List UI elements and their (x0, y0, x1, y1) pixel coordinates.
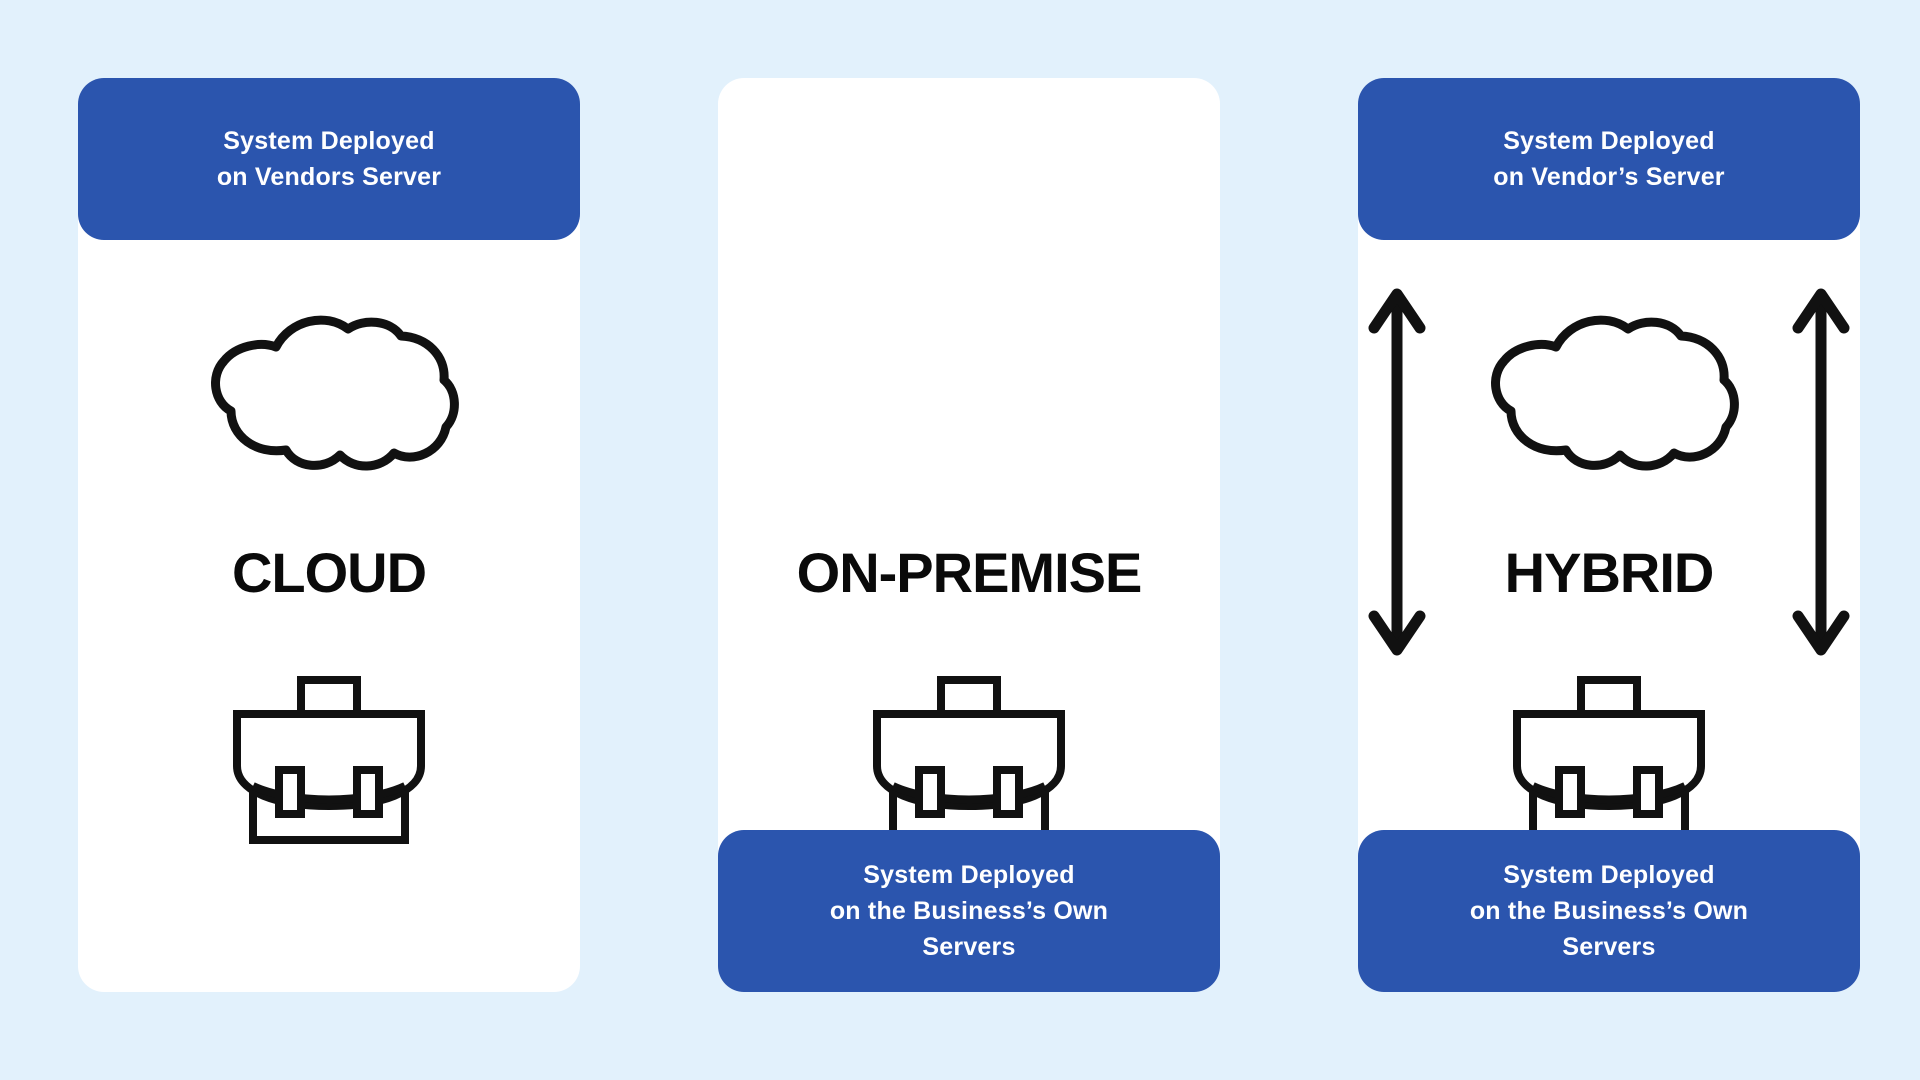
double-arrow-icon (1368, 282, 1426, 662)
banner-line-3: Servers (922, 933, 1016, 962)
cloud-icon (198, 298, 460, 488)
banner-line-2: on the Business’s Own (829, 896, 1109, 925)
cloud-icon (1478, 298, 1740, 488)
banner-line-1: System Deployed (1503, 860, 1715, 889)
banner-line-2: on Vendor’s Server (1493, 163, 1725, 191)
banner-line-2: on Vendors Server (216, 163, 442, 191)
card-hybrid-bottom-banner: System Deployed on the Business’s Own Se… (1358, 830, 1860, 992)
card-on-premise[interactable]: ON-PREMISE System Deployed on the Busine… (718, 78, 1220, 992)
card-on-premise-title: ON-PREMISE (796, 541, 1143, 604)
banner-line-2: on the Business’s Own (1469, 896, 1749, 925)
banner-line-1: System Deployed (223, 126, 435, 155)
double-arrow-icon (1792, 282, 1850, 662)
card-hybrid-title: HYBRID (1504, 541, 1715, 604)
banner-line-3: Servers (1562, 933, 1656, 962)
card-cloud-top-banner: System Deployed on Vendors Server (78, 78, 580, 240)
briefcase-icon (871, 674, 1067, 846)
card-cloud-title: CLOUD (231, 541, 427, 604)
briefcase-icon (231, 674, 427, 846)
banner-line-1: System Deployed (863, 860, 1075, 889)
card-on-premise-bottom-banner: System Deployed on the Business’s Own Se… (718, 830, 1220, 992)
card-hybrid-top-banner: System Deployed on Vendor’s Server (1358, 78, 1860, 240)
briefcase-icon (1511, 674, 1707, 846)
card-cloud[interactable]: System Deployed on Vendors Server CLOUD (78, 78, 580, 992)
banner-line-1: System Deployed (1503, 126, 1715, 155)
card-hybrid[interactable]: System Deployed on Vendor’s Server (1358, 78, 1860, 992)
